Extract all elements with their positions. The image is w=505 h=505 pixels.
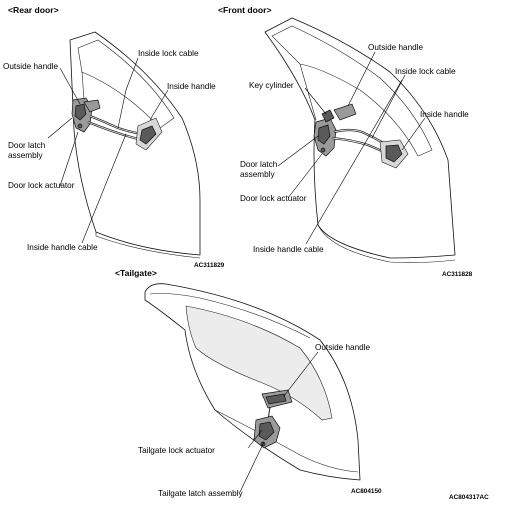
rear-door-window-frame [77,39,175,129]
rear-door-title: <Rear door> [8,5,59,15]
rear-door-figure: <Rear door> Outside ha [3,5,225,269]
front-door-title: <Front door> [218,5,271,15]
rear-inside-handle-label: Inside handle [167,82,216,91]
front-door-lock-actuator-label: Door lock actuator [240,194,307,203]
front-door-latch-label-2: assembly [240,170,275,179]
front-door-latch-label-1: Door latch [240,160,278,169]
rear-door-figure-code: AC311829 [194,262,225,269]
rear-door-lock-actuator-label: Door lock actuator [8,181,75,190]
tailgate-latch-assembly-label: Tailgate latch assembly [158,489,244,498]
tailgate-outside-handle-label: Outside handle [315,343,371,352]
rear-door-latch-label-1: Door latch [8,141,46,150]
front-inside-lock-cable-label: Inside lock cable [395,67,456,76]
tailgate-latch-assembly [253,415,281,449]
tailgate-figure: <Tailgate> Outside handle Tailgate lock … [115,268,382,498]
tailgate-figure-code: AC804150 [351,488,382,495]
front-key-cylinder-label: Key cylinder [249,81,294,90]
front-inside-handle-cable-label: Inside handle cable [253,245,324,254]
front-door-outside-handle [333,103,357,121]
rear-door-inside-handle [135,117,163,151]
tailgate-title: <Tailgate> [115,268,157,278]
front-door-panel [264,17,456,259]
rear-outside-handle-label: Outside handle [3,62,59,71]
tailgate-lock-actuator-label: Tailgate lock actuator [138,446,215,455]
rear-inside-lock-cable-label: Inside lock cable [138,49,199,58]
rear-door-latch-label-2: assembly [8,151,43,160]
tailgate-glass [185,305,333,421]
rear-inside-handle-cable-label: Inside handle cable [27,243,98,252]
tailgate-outside-handle [261,389,293,409]
rear-door-panel [69,31,201,256]
front-door-figure: <Front door> [218,5,473,278]
tailgate-panel [144,283,361,481]
front-outside-handle-label: Outside handle [368,43,424,52]
front-inside-handle-label: Inside handle [420,110,469,119]
front-door-inside-handle [379,139,409,169]
front-door-window-frame [271,25,433,157]
front-door-figure-code: AC311828 [442,271,473,278]
front-door-latch-assembly [313,117,337,157]
figure-code: AC804317AC [449,494,489,501]
rear-door-outside-handle [83,99,101,113]
